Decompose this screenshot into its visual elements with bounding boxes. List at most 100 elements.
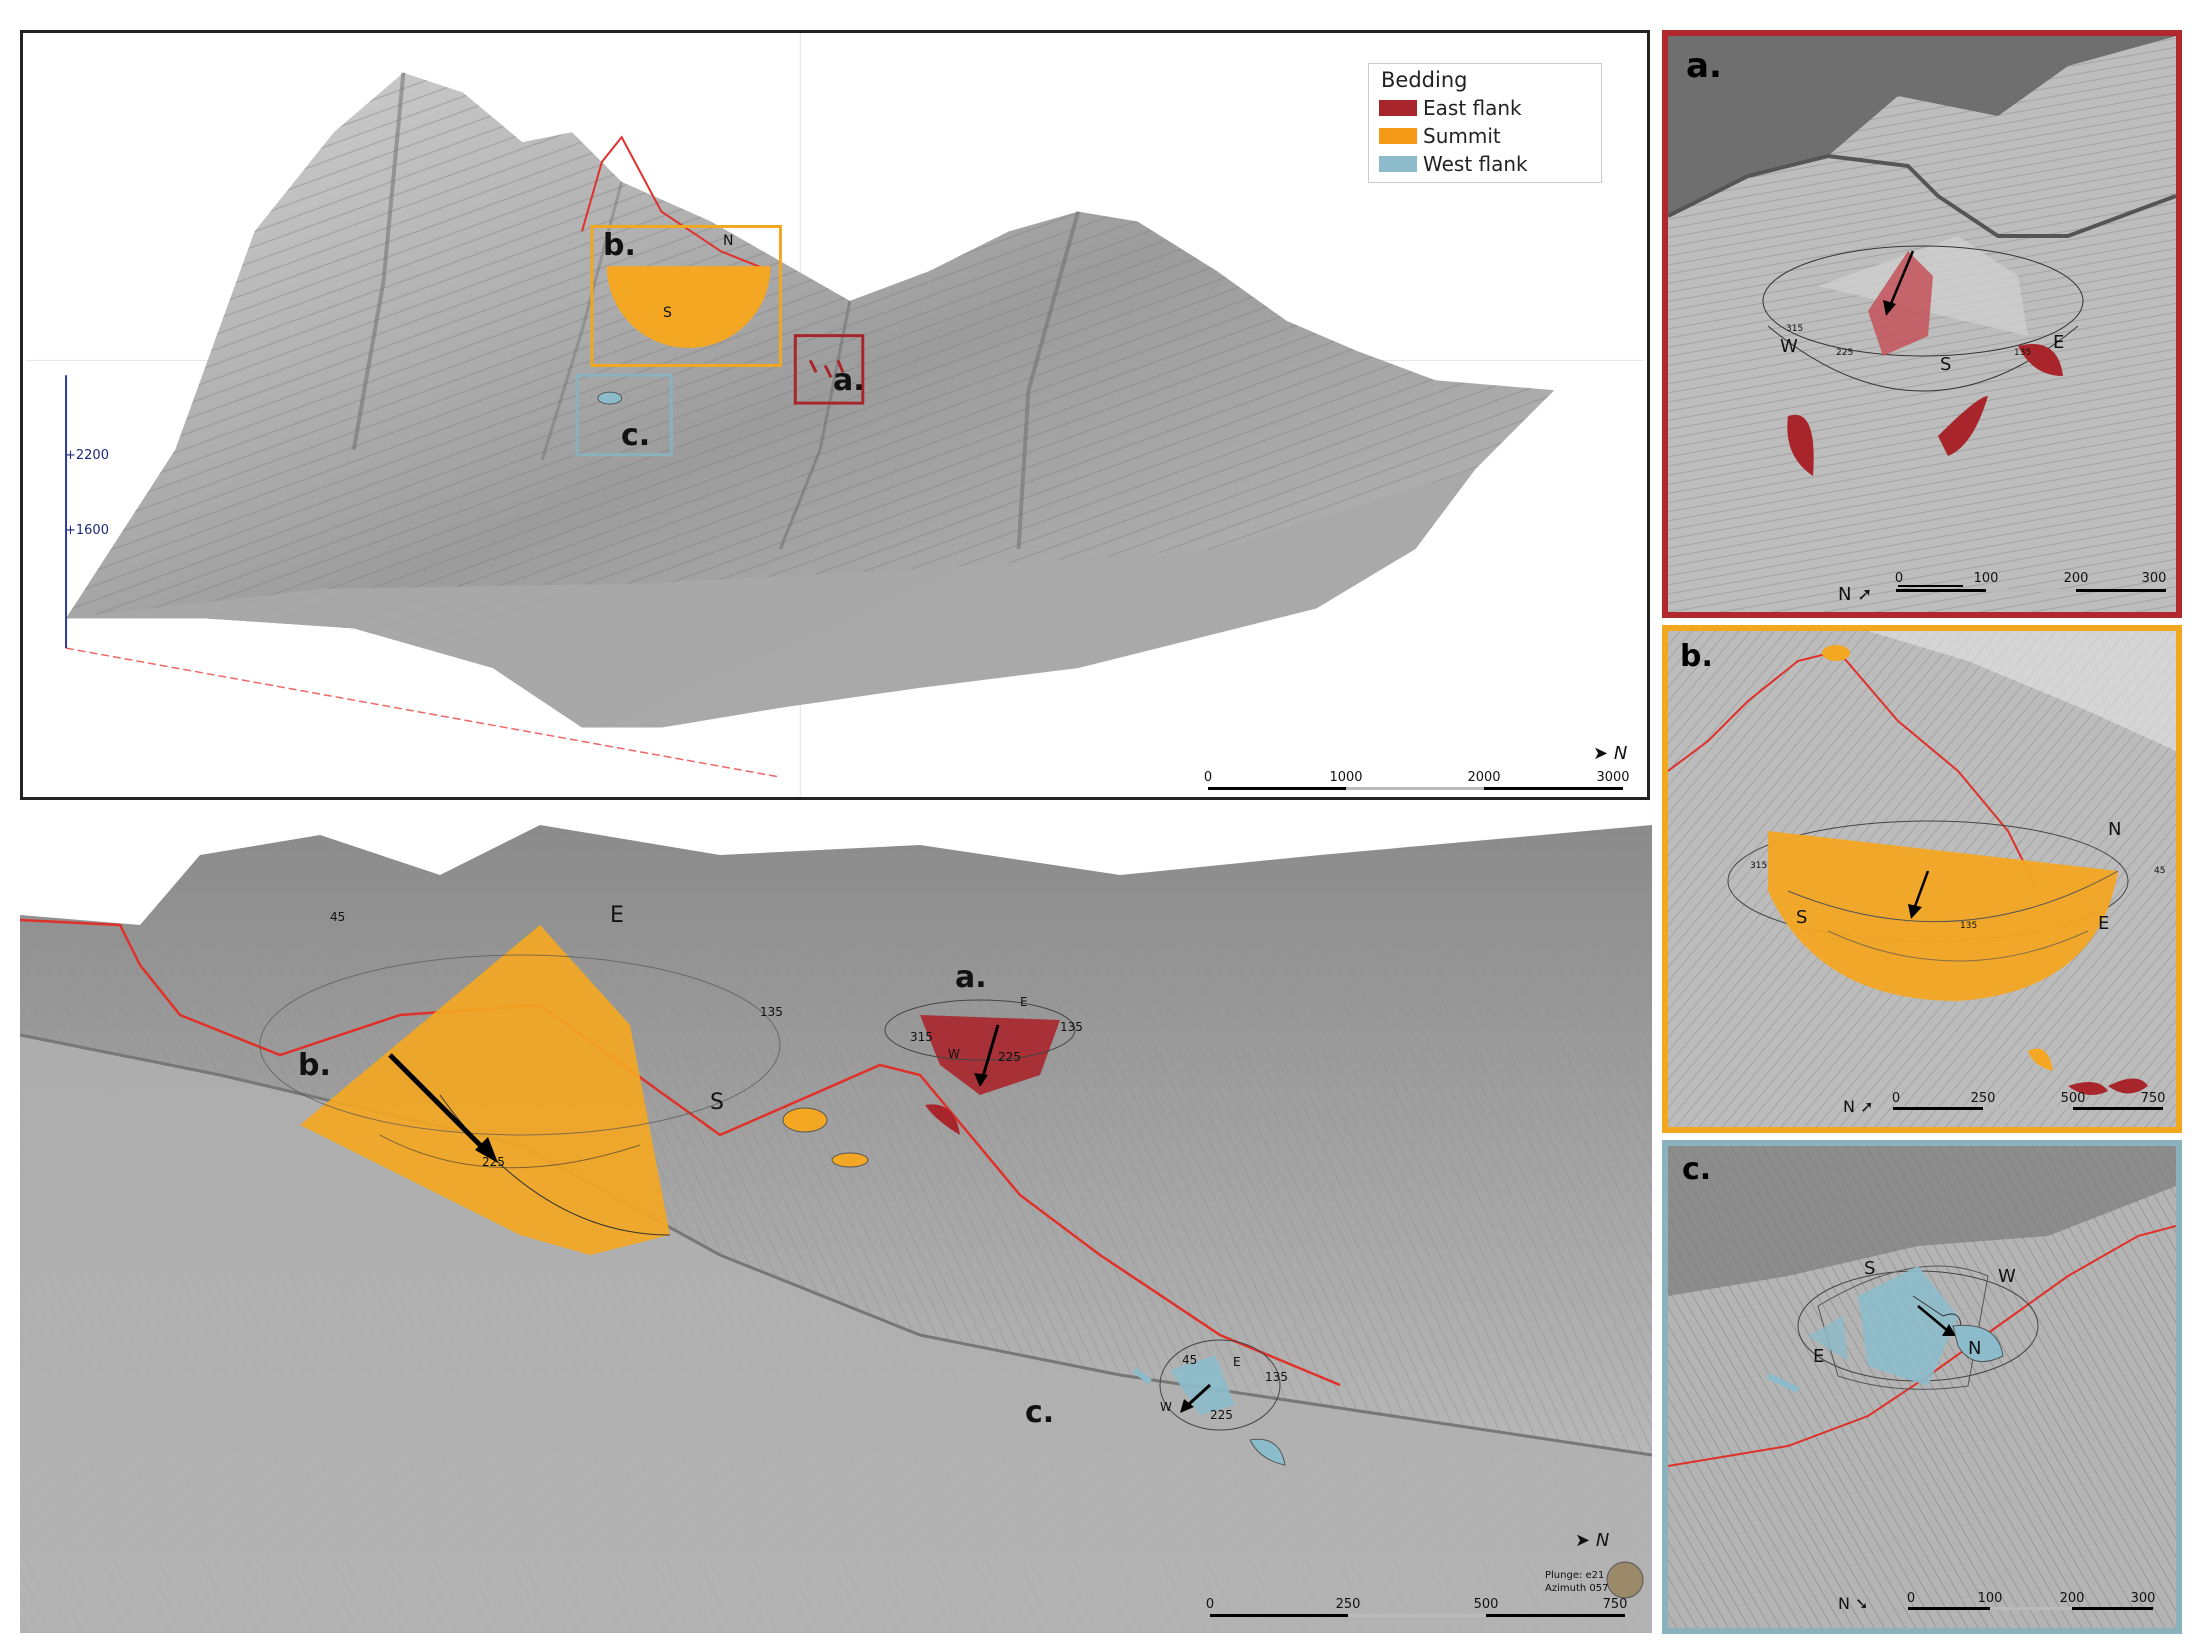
- perspective-scale-250: 250: [1335, 1597, 1361, 1612]
- perspective-label-c: c.: [1025, 1395, 1055, 1430]
- b-stereo-45: 45: [330, 910, 346, 924]
- inset-c-north-label: N: [1838, 1594, 1850, 1613]
- inset-c-w: W: [1998, 1266, 2016, 1287]
- inset-b-scale-0: 0: [1891, 1091, 1901, 1106]
- north-arrow-icon: ➚: [1860, 1097, 1874, 1116]
- inset-a-w: W: [1780, 336, 1798, 357]
- a-stereo-225: 225: [998, 1050, 1021, 1064]
- inset-a-north: N ➚: [1838, 584, 1872, 605]
- overview-scale-bar: 0 1000 2000 3000: [1204, 770, 1630, 797]
- inset-b-scale-750: 750: [2140, 1091, 2166, 1106]
- overview-panel: b. a. c. N S +2200 +1600 Bedding East fl…: [20, 30, 1650, 800]
- legend-label-summit: Summit: [1423, 124, 1501, 148]
- b-stereo-e: E: [610, 903, 624, 928]
- legend-label-east: East flank: [1423, 96, 1522, 120]
- inset-b-north-label: N: [1843, 1097, 1855, 1116]
- perspective-scale-750: 750: [1602, 1597, 1628, 1612]
- inset-c-scale-0: 0: [1906, 1591, 1916, 1606]
- inset-a-scale-0: 0: [1894, 571, 1904, 586]
- b-stereo-135: 135: [760, 1005, 783, 1019]
- legend-title: Bedding: [1381, 68, 1468, 92]
- overview-scale-1000: 1000: [1329, 770, 1363, 785]
- north-arrow-icon: ➚: [1857, 584, 1873, 605]
- inset-a-315: 315: [1786, 324, 1804, 334]
- inset-panel-c: c. S W E N N ➘ 0 100 200 300: [1662, 1140, 2182, 1634]
- inset-b-e: E: [2098, 913, 2110, 934]
- perspective-terrain: [20, 815, 1652, 1633]
- inset-b-scale-250: 250: [1970, 1091, 1996, 1106]
- perspective-panel: b. a. c. E S 45 135 225 E W 315 135 225 …: [20, 815, 1652, 1633]
- a-stereo-135: 135: [1060, 1020, 1083, 1034]
- inset-b-scale-bar: 0 250 500 750: [1891, 1091, 2166, 1121]
- inset-b-s: S: [1796, 907, 1808, 928]
- perspective-north-arrow: ➤ N: [1575, 1530, 1609, 1551]
- inset-c-north: N ➘: [1838, 1594, 1868, 1613]
- c-stereo-45: 45: [1182, 1353, 1198, 1367]
- inset-a-scale-200: 200: [2063, 571, 2089, 586]
- overview-north-label: N: [1613, 743, 1628, 764]
- inset-a-scale-100: 100: [1973, 571, 1999, 586]
- overview-label-b: b.: [603, 228, 636, 263]
- inset-c-e: E: [1813, 1346, 1825, 1367]
- inset-c-scale-300: 300: [2130, 1591, 2156, 1606]
- inset-c-terrain: [1668, 1146, 2176, 1628]
- overview-stereo-n: N: [723, 233, 734, 249]
- legend-swatch-west: [1379, 156, 1417, 172]
- overview-scale-2000: 2000: [1467, 770, 1501, 785]
- north-arrow-icon: ➘: [1855, 1594, 1869, 1613]
- legend-item-west-flank: West flank: [1379, 152, 1528, 176]
- inset-c-scale-100: 100: [1977, 1591, 2003, 1606]
- inset-b-45: 45: [2154, 866, 2166, 876]
- inset-panel-a: a. W S E 315 225 135 N ➚ 0 100 200 300: [1662, 30, 2182, 618]
- overview-scale-3000: 3000: [1596, 770, 1630, 785]
- legend-item-east-flank: East flank: [1379, 96, 1522, 120]
- a-stereo-315: 315: [910, 1030, 933, 1044]
- north-arrow-icon: ➤: [1575, 1530, 1591, 1551]
- inset-a-135: 135: [2014, 348, 2032, 358]
- elevation-2200: +2200: [65, 448, 109, 463]
- bedding-legend: Bedding East flank Summit West flank: [1368, 63, 1602, 183]
- inset-panel-b: b. S E N 315 135 45 N ➚ 0 250 500 750: [1662, 625, 2182, 1133]
- inset-b-scale-500: 500: [2060, 1091, 2086, 1106]
- inset-b-label: b.: [1680, 639, 1713, 674]
- perspective-label-b: b.: [298, 1048, 331, 1083]
- inset-b-terrain: [1668, 631, 2176, 1127]
- north-arrow-icon: ➤: [1593, 743, 1609, 764]
- inset-a-north-label: N: [1838, 584, 1852, 605]
- legend-label-west: West flank: [1423, 152, 1528, 176]
- overview-terrain: [26, 33, 1644, 797]
- c-stereo-135: 135: [1265, 1370, 1288, 1384]
- inset-c-s: S: [1864, 1258, 1876, 1279]
- elevation-1600: +1600: [65, 523, 109, 538]
- inset-a-scale-300: 300: [2141, 571, 2167, 586]
- inset-c-label: c.: [1682, 1152, 1712, 1187]
- inset-b-n: N: [2108, 819, 2122, 840]
- overview-scale-0: 0: [1203, 770, 1213, 785]
- inset-c-scale-200: 200: [2059, 1591, 2085, 1606]
- inset-b-north: N ➚: [1843, 1097, 1873, 1116]
- legend-swatch-summit: [1379, 128, 1417, 144]
- overview-label-a: a.: [833, 363, 865, 398]
- legend-swatch-east: [1379, 100, 1417, 116]
- inset-c-scale-bar: 0 100 200 300: [1906, 1591, 2156, 1621]
- perspective-label-a: a.: [955, 960, 987, 995]
- inset-a-s: S: [1940, 354, 1952, 375]
- perspective-scale-500: 500: [1473, 1597, 1499, 1612]
- view-azimuth: Azimuth 057: [1545, 1583, 1609, 1594]
- inset-c-n: N: [1968, 1338, 1982, 1359]
- c-stereo-225: 225: [1210, 1408, 1233, 1422]
- a-stereo-e: E: [1020, 995, 1028, 1009]
- perspective-north-label: N: [1595, 1530, 1610, 1551]
- b-stereo-s: S: [710, 1090, 724, 1115]
- inset-b-135: 135: [1960, 921, 1978, 931]
- c-stereo-w: W: [1160, 1400, 1172, 1414]
- perspective-scale-0: 0: [1205, 1597, 1215, 1612]
- overview-north-arrow: ➤ N: [1593, 743, 1627, 764]
- a-stereo-w: W: [948, 1047, 960, 1061]
- inset-a-225: 225: [1836, 348, 1854, 358]
- inset-b-315: 315: [1750, 861, 1768, 871]
- perspective-scale-bar: 0 250 500 750: [1206, 1597, 1628, 1630]
- overview-stereo-s: S: [663, 305, 672, 321]
- view-plunge: Plunge: e21: [1545, 1570, 1605, 1581]
- inset-a-e: E: [2053, 332, 2065, 353]
